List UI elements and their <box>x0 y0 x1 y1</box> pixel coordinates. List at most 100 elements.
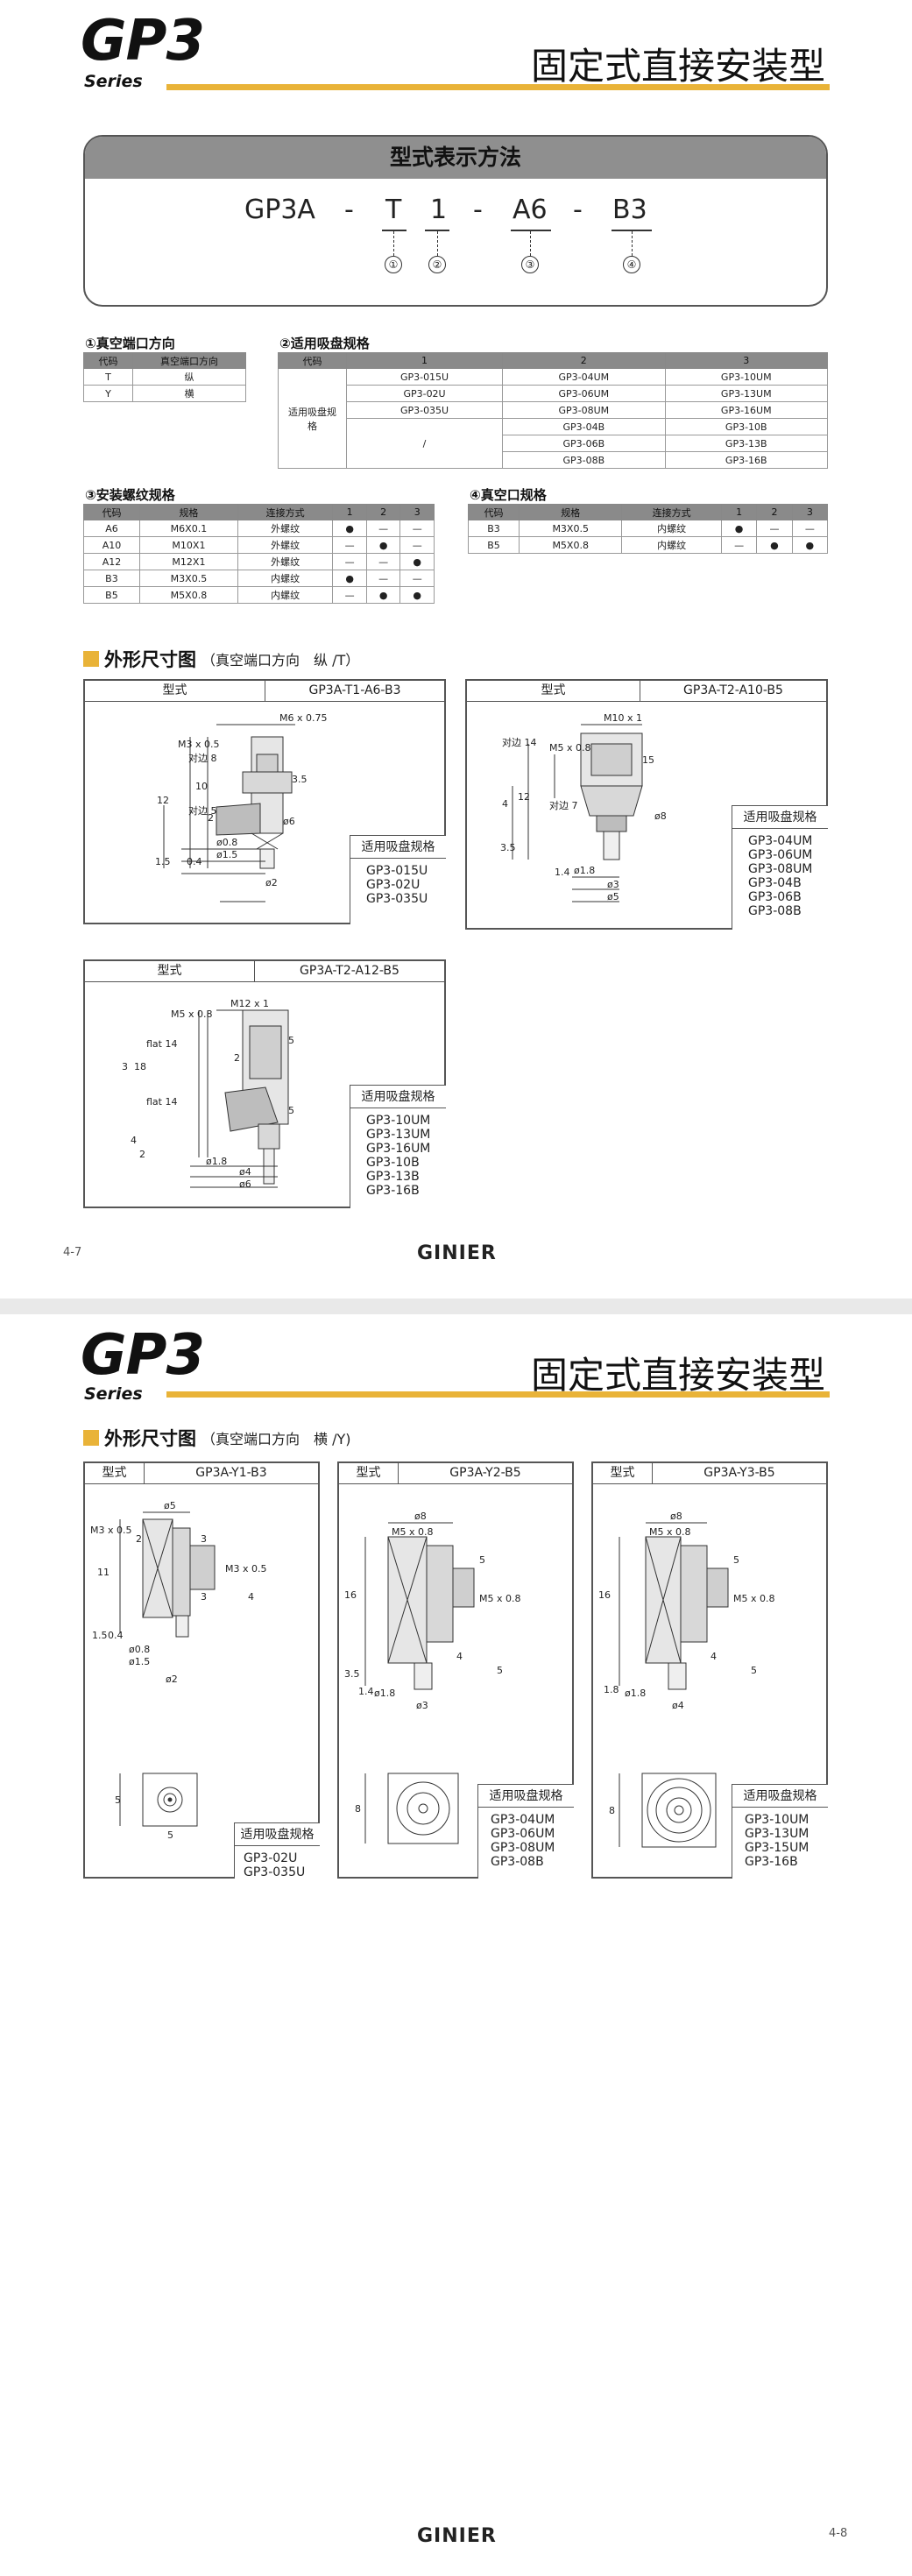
dimension-drawing: ø8 M5 x 0.8 5 M5 x 0.8 16 4 3.5 1.4 ø1.8… <box>344 1511 521 1844</box>
type-designation-panel: 型式表示方法 GP3A - T 1 - A6 - B3 ① ② ③ ④ <box>83 135 828 307</box>
table-cell: / <box>345 418 504 469</box>
table-cell: GP3-06UM <box>502 385 666 402</box>
table-header-cell: 规格 <box>519 504 623 520</box>
table-cell: A12 <box>83 553 140 570</box>
dim-label: 5 <box>115 1794 121 1806</box>
list-item: GP3-015U <box>366 864 428 878</box>
card-label: 型式 <box>85 1463 145 1483</box>
table-cell: — <box>332 553 367 570</box>
table-cell: 外螺纹 <box>237 553 334 570</box>
dim-label: M3 x 0.5 <box>90 1525 132 1536</box>
dim-label: 3.5 <box>500 842 516 853</box>
list-item: GP3-04B <box>748 876 802 890</box>
section-title: 外形尺寸图 <box>104 1428 196 1449</box>
table-cell: — <box>365 570 401 587</box>
dim-label: 1.5 <box>155 856 171 867</box>
card-model: GP3A-Y3-B5 <box>703 1466 775 1480</box>
table-header-cell: 代码 <box>83 504 140 520</box>
dimension-drawing: ø5 M3 x 0.5 2 3 M3 x 0.5 11 3 4 1.5 0.4 … <box>90 1500 267 1841</box>
section-subtitle: （真空端口方向 纵 /T） <box>201 652 360 669</box>
card-model: GP3A-T2-A10-B5 <box>683 683 783 697</box>
card-model: GP3A-T1-A6-B3 <box>308 683 401 697</box>
list-item: GP3-04UM <box>491 1813 555 1827</box>
dim-label: flat 14 <box>146 1038 177 1050</box>
table-cell: GP3-16B <box>664 451 829 469</box>
suitable-pad-heading: 适用吸盘规格 <box>732 1785 828 1808</box>
table-header-cell: 真空端口方向 <box>132 352 246 369</box>
code-part-mount-thread: A6 <box>513 195 548 225</box>
section-heading: 外形尺寸图 （真空端口方向 横 /Y) <box>83 1425 351 1451</box>
dim-label: 4 <box>248 1591 254 1603</box>
table-cell: ● <box>332 570 367 587</box>
dim-label: 2 <box>234 1052 240 1064</box>
list-item: GP3-035U <box>244 1865 306 1879</box>
table-cell: GP3-10B <box>664 418 829 435</box>
table-cell: GP3-035U <box>345 401 504 419</box>
type-designation-heading: 型式表示方法 <box>85 137 826 179</box>
list-item: GP3-10UM <box>366 1114 431 1128</box>
dim-label: flat 14 <box>146 1096 177 1108</box>
table-cell: B3 <box>83 570 140 587</box>
dim-label: ø2 <box>265 877 278 888</box>
dim-label: M5 x 0.8 <box>392 1526 434 1538</box>
table-cell: ● <box>399 553 435 570</box>
dim-label: 5 <box>167 1829 173 1841</box>
dim-label: 11 <box>97 1567 110 1578</box>
table-cell: 适用吸盘规格 <box>278 368 347 469</box>
list-item: GP3-13UM <box>366 1128 431 1142</box>
table-cell: M5X0.8 <box>138 586 238 604</box>
table-cell: 外螺纹 <box>237 520 334 537</box>
table-cell: 内螺纹 <box>621 536 722 554</box>
table-header-cell: 代码 <box>83 352 133 369</box>
table-cell: A6 <box>83 520 140 537</box>
dim-label: 2 <box>136 1533 142 1545</box>
dim-label: 5 <box>288 1035 294 1046</box>
list-item: GP3-08B <box>748 904 802 918</box>
table-cell: GP3-08B <box>502 451 666 469</box>
dim-label: M6 x 0.75 <box>279 712 327 724</box>
table-cell: B5 <box>467 536 520 554</box>
card-model: GP3A-T2-A12-B5 <box>300 964 399 978</box>
dim-label: 16 <box>598 1589 611 1601</box>
dim-label: 5 <box>733 1554 739 1566</box>
section-heading: 外形尺寸图 （真空端口方向 纵 /T） <box>83 646 359 672</box>
list-item: GP3-16UM <box>366 1142 431 1156</box>
table-header-cell: 代码 <box>278 352 347 369</box>
table-cell: — <box>365 553 401 570</box>
table-cell: GP3-13UM <box>664 385 829 402</box>
suitable-pad-box: 适用吸盘规格 GP3-04UM GP3-06UM GP3-08UM GP3-08… <box>477 1784 574 1879</box>
dim-label: 0.4 <box>108 1630 124 1641</box>
table-header-cell: 1 <box>720 504 758 520</box>
dim-label: ø0.8 <box>129 1644 150 1655</box>
table-header-cell: 连接方式 <box>621 504 722 520</box>
dim-label: ø1.8 <box>374 1688 395 1699</box>
suitable-pad-box: 适用吸盘规格 GP3-02U GP3-035U <box>234 1822 320 1879</box>
header-accent-bar <box>166 84 830 90</box>
table-cell: ● <box>332 520 367 537</box>
page-number: 4-7 <box>63 1246 82 1259</box>
dim-label: 18 <box>134 1061 146 1072</box>
dim-label: 1.5 <box>92 1630 108 1641</box>
dim-label: ø5 <box>607 891 619 902</box>
table4-title: ④真空口规格 <box>470 487 547 503</box>
card-model: GP3A-Y2-B5 <box>449 1466 521 1480</box>
marker-4: ④ <box>623 256 640 273</box>
table-cell: ● <box>791 536 829 554</box>
brand-logo-gp3: GP3 <box>81 9 205 74</box>
suitable-pad-box: 适用吸盘规格 GP3-04UM GP3-06UM GP3-08UM GP3-04… <box>732 805 828 930</box>
section-marker-icon <box>83 1430 99 1446</box>
table-cell: — <box>399 536 435 554</box>
dim-label: M3 x 0.5 <box>178 739 220 750</box>
card-label: 型式 <box>85 961 255 981</box>
dim-label: M10 x 1 <box>604 712 642 724</box>
table-cell: GP3-10UM <box>664 368 829 386</box>
